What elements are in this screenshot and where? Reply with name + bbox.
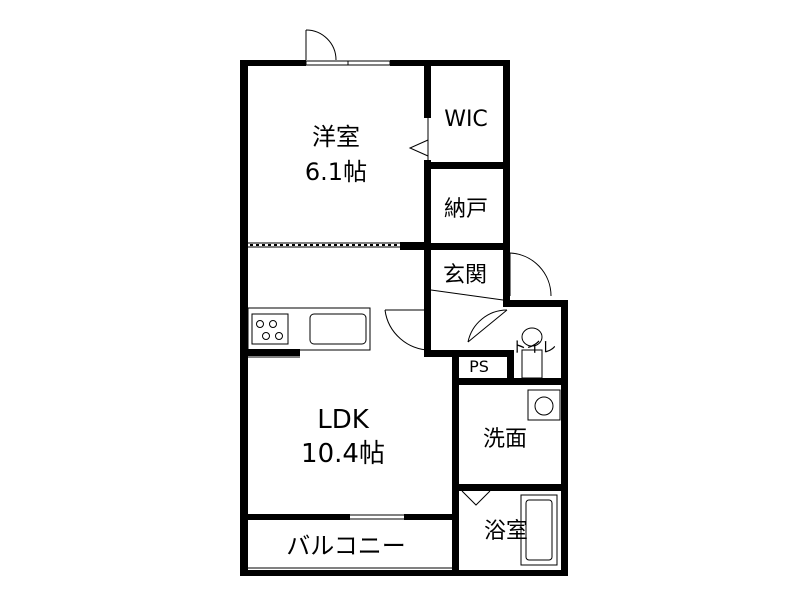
toilet-fixture <box>521 327 543 379</box>
walls <box>240 60 568 576</box>
entrance-label: 玄関 <box>443 263 487 288</box>
windows-and-thin-lines <box>248 60 455 569</box>
washroom-label: 洗面 <box>483 427 527 452</box>
kitchen <box>247 307 371 351</box>
bathroom-label: 浴室 <box>484 519 528 544</box>
bathtub <box>520 494 558 566</box>
toilet-label: トイレ <box>511 338 556 356</box>
stove-icon <box>251 313 289 345</box>
doors <box>305 29 552 506</box>
wic-label: WIC <box>444 107 488 132</box>
ldk-name: LDK <box>317 405 370 435</box>
sink-icon <box>309 313 367 345</box>
western-room-name: 洋室 <box>312 123 360 151</box>
storage-label: 納戸 <box>444 197 488 222</box>
ldk-size: 10.4帖 <box>301 439 385 469</box>
balcony-label: バルコニー <box>286 532 406 560</box>
washbasin <box>527 389 561 421</box>
western-room-size: 6.1帖 <box>305 158 367 186</box>
ps-label: PS <box>469 357 489 376</box>
